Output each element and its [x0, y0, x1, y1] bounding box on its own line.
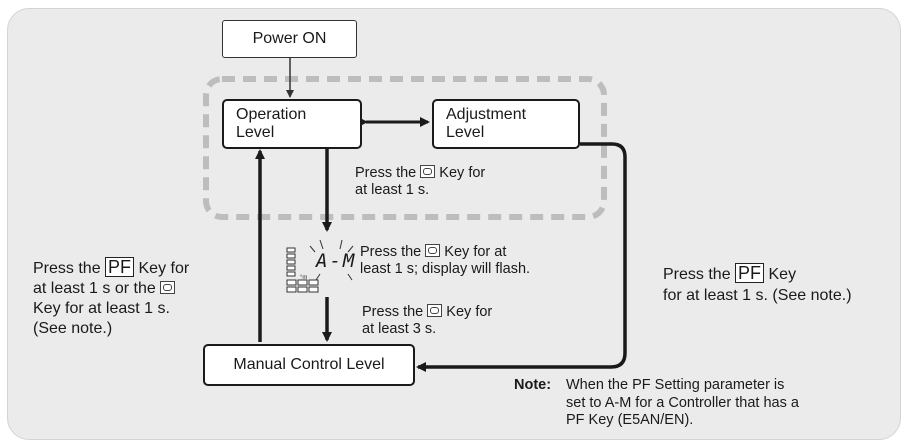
adjustment-level-node: Adjustment Level — [432, 99, 580, 149]
left-text-2: Key for — [134, 260, 190, 277]
flash-text-3: least 1 s; display will flash. — [360, 261, 531, 277]
to-manual-text-1: Press the — [362, 304, 428, 320]
mode-key-icon — [420, 165, 436, 178]
operation-level-label-2: Level — [236, 124, 275, 141]
mode-key-icon — [427, 304, 443, 317]
left-text-1: Press the — [33, 260, 106, 277]
left-text-5: (See note.) — [33, 320, 113, 337]
to-manual-text-2: Key for — [442, 304, 493, 320]
mode-key-icon — [160, 281, 176, 294]
pf-key-icon: PF — [105, 257, 135, 277]
note-label: Note: — [514, 377, 552, 393]
display-readout: A-M — [316, 250, 357, 272]
manual-control-level-node: Manual Control Level — [203, 344, 415, 386]
operation-level-label-1: Operation — [236, 106, 307, 123]
normal-operation-group-outline — [203, 76, 607, 220]
op-to-adj-text-3: at least 1 s. — [355, 182, 430, 198]
flash-instruction: Press the Key for at least 1 s; display … — [360, 244, 530, 278]
right-text-3: for at least 1 s. (See note.) — [663, 287, 852, 304]
adjustment-level-label-2: Level — [446, 124, 485, 141]
manual-control-level-label: Manual Control Level — [233, 356, 385, 373]
mode-key-icon — [425, 244, 441, 257]
op-to-adj-instruction: Press the Key for at least 1 s. — [355, 165, 485, 199]
note-line-2: set to A-M for a Controller that has a — [566, 394, 799, 411]
op-to-adj-text-2: Key for — [435, 165, 486, 181]
note-line-1: When the PF Setting parameter is — [566, 377, 785, 393]
op-to-adj-text-1: Press the — [355, 165, 421, 181]
operation-level-node: Operation Level — [222, 99, 362, 149]
right-text-2: Key — [764, 266, 797, 283]
arrow-adjustment-to-manual — [416, 142, 627, 372]
to-manual-text-3: at least 3 s. — [362, 321, 437, 337]
power-on-label: Power ON — [252, 30, 327, 47]
note-line-3: PF Key (E5AN/EN). — [566, 412, 694, 428]
power-on-node: Power ON — [222, 20, 357, 58]
manual-to-operation-instruction: Press the PF Key for at least 1 s or the… — [33, 257, 189, 339]
adjustment-level-label-1: Adjustment — [446, 106, 527, 123]
svg-text:°m: °m — [300, 275, 307, 281]
flash-text-2: Key for at — [440, 244, 507, 260]
pf-key-icon: PF — [735, 263, 765, 283]
left-text-4: Key for at least 1 s. — [33, 300, 170, 317]
adjustment-to-manual-instruction: Press the PF Key for at least 1 s. (See … — [663, 263, 852, 306]
right-text-1: Press the — [663, 266, 736, 283]
to-manual-instruction: Press the Key for at least 3 s. — [362, 304, 492, 338]
controller-display-icon: °m A-M — [286, 239, 358, 296]
left-text-3: at least 1 s or the — [33, 280, 161, 297]
flash-text-1: Press the — [360, 244, 426, 260]
lcd-graphic: °m — [286, 239, 354, 293]
